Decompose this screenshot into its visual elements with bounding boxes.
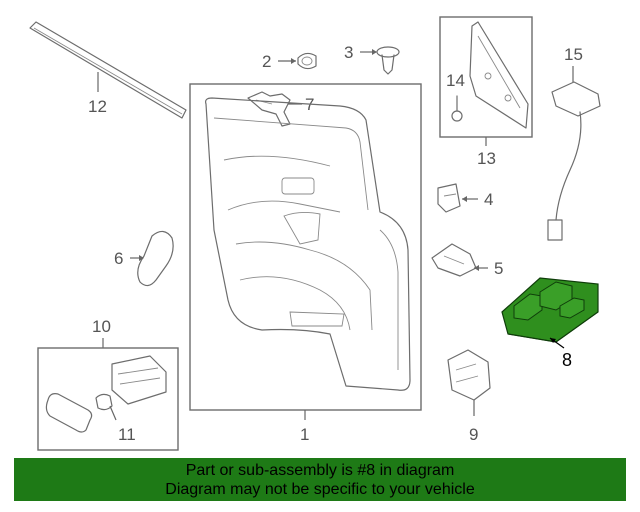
box-10-frame: [37, 347, 179, 451]
callout-12: 12: [88, 97, 107, 116]
part-10-switch-housing[interactable]: [111, 355, 167, 405]
part-11-bulb[interactable]: [95, 393, 113, 411]
part-12-moulding[interactable]: [29, 21, 187, 119]
info-banner: Part or sub-assembly is #8 in diagram Di…: [14, 458, 626, 501]
callout-9: 9: [469, 425, 478, 444]
callout-10: 10: [92, 317, 111, 336]
door-trim-frame: [189, 83, 422, 411]
part-1-door-trim-panel[interactable]: [205, 97, 411, 391]
callout-5: 5: [494, 259, 503, 278]
part-14-screw[interactable]: [451, 95, 463, 122]
callout-11: 11: [118, 425, 136, 444]
part-5-bracket[interactable]: [431, 243, 477, 277]
callout-1: 1: [300, 425, 309, 444]
part-13-mirror-bracket[interactable]: [469, 21, 529, 129]
callout-3: 3: [344, 43, 353, 62]
part-4-clip[interactable]: [437, 183, 461, 213]
part-8-window-switch[interactable]: [501, 277, 599, 343]
banner-line-2: Diagram may not be specific to your vehi…: [165, 481, 475, 498]
callout-6: 6: [114, 249, 123, 268]
callout-2: 2: [262, 52, 271, 71]
part-15-cable[interactable]: [547, 81, 601, 241]
callout-4: 4: [484, 190, 493, 209]
callout-15: 15: [564, 45, 583, 64]
part-10-bezel[interactable]: [45, 393, 93, 433]
parts-diagram: 12 2 3 7 1 6 10: [29, 16, 601, 451]
part-6-pad[interactable]: [137, 230, 174, 287]
callout-8: 8: [562, 350, 572, 370]
part-3-push-pin[interactable]: [376, 46, 400, 75]
part-9-switch[interactable]: [447, 349, 491, 401]
part-2-clip[interactable]: [297, 52, 317, 70]
callout-13: 13: [477, 149, 496, 168]
callout-14: 14: [446, 71, 465, 90]
banner-line-1: Part or sub-assembly is #8 in diagram: [185, 462, 455, 479]
